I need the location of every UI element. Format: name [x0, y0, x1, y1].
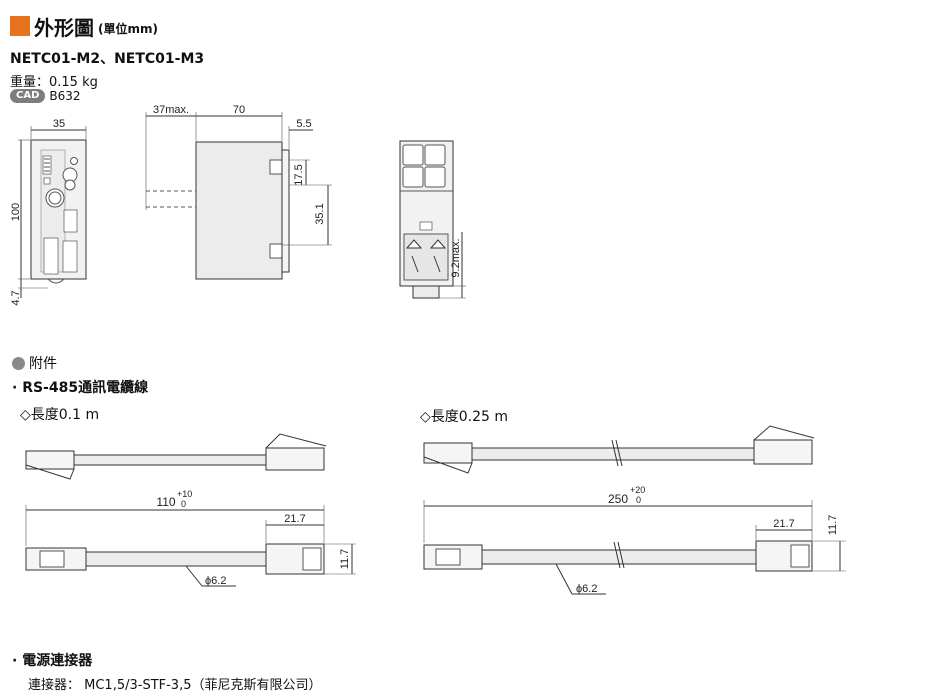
dim-phi-long: ϕ6.2 — [576, 583, 597, 595]
cad-row: CAD B632 — [10, 89, 81, 103]
connector-text: 連接器： MC1,5/3-STF-3,5（菲尼克斯有限公司） — [28, 678, 322, 693]
length-long-label: ◇長度0.25 m — [420, 409, 509, 425]
dim-bottom: 4.7 — [10, 290, 22, 305]
dim-70: 70 — [233, 104, 245, 116]
dim-height: 100 — [10, 203, 22, 221]
accessories-heading: 附件 — [12, 353, 57, 373]
side-view — [145, 112, 332, 280]
cad-code[interactable]: B632 — [49, 89, 81, 103]
tol-plus-short: +10 — [177, 489, 192, 499]
dim-9-2max: 9.2max. — [450, 238, 462, 277]
cad-badge: CAD — [10, 89, 46, 103]
tol-zero-long: 0 — [636, 495, 641, 505]
front-view — [18, 126, 87, 298]
dim-length-long: 250 — [608, 492, 628, 506]
dim-width: 35 — [53, 118, 65, 130]
tol-plus-long: +20 — [630, 485, 645, 495]
dim-21-7-long: 21.7 — [773, 518, 794, 530]
dim-37max: 37max. — [153, 104, 189, 116]
cable-long-top — [423, 425, 815, 474]
power-connector-heading: · 電源連接器 — [12, 653, 93, 669]
dim-17-5: 17.5 — [293, 164, 305, 185]
title-block: 外形圖 (單位mm) — [10, 13, 158, 40]
dim-21-7-short: 21.7 — [284, 513, 305, 525]
unit-label: (單位mm) — [98, 21, 158, 36]
length-short-label: ◇長度0.1 m — [20, 407, 100, 423]
dim-phi-short: ϕ6.2 — [205, 575, 226, 587]
cable-short-bottom — [25, 505, 356, 587]
accessories-label: 附件 — [29, 356, 57, 372]
dim-11-7-short: 11.7 — [339, 549, 351, 570]
rear-view — [399, 140, 466, 299]
dim-length-short: 110 — [156, 495, 175, 509]
page-title: 外形圖 — [34, 15, 94, 40]
model-names: NETC01-M2、NETC01-M3 — [10, 51, 205, 67]
dim-35-1: 35.1 — [314, 203, 326, 224]
cable-long-bottom — [423, 500, 846, 595]
weight-label: 重量：0.15 kg — [10, 75, 98, 90]
bullet-dot-icon — [12, 356, 25, 370]
cable-heading: · RS-485通訊電纜線 — [12, 380, 149, 396]
orange-square-icon — [10, 16, 30, 36]
dim-5-5: 5.5 — [296, 118, 311, 130]
tol-zero-short: 0 — [181, 499, 186, 509]
dim-11-7-long: 11.7 — [827, 515, 839, 536]
cable-short-top — [25, 433, 327, 480]
